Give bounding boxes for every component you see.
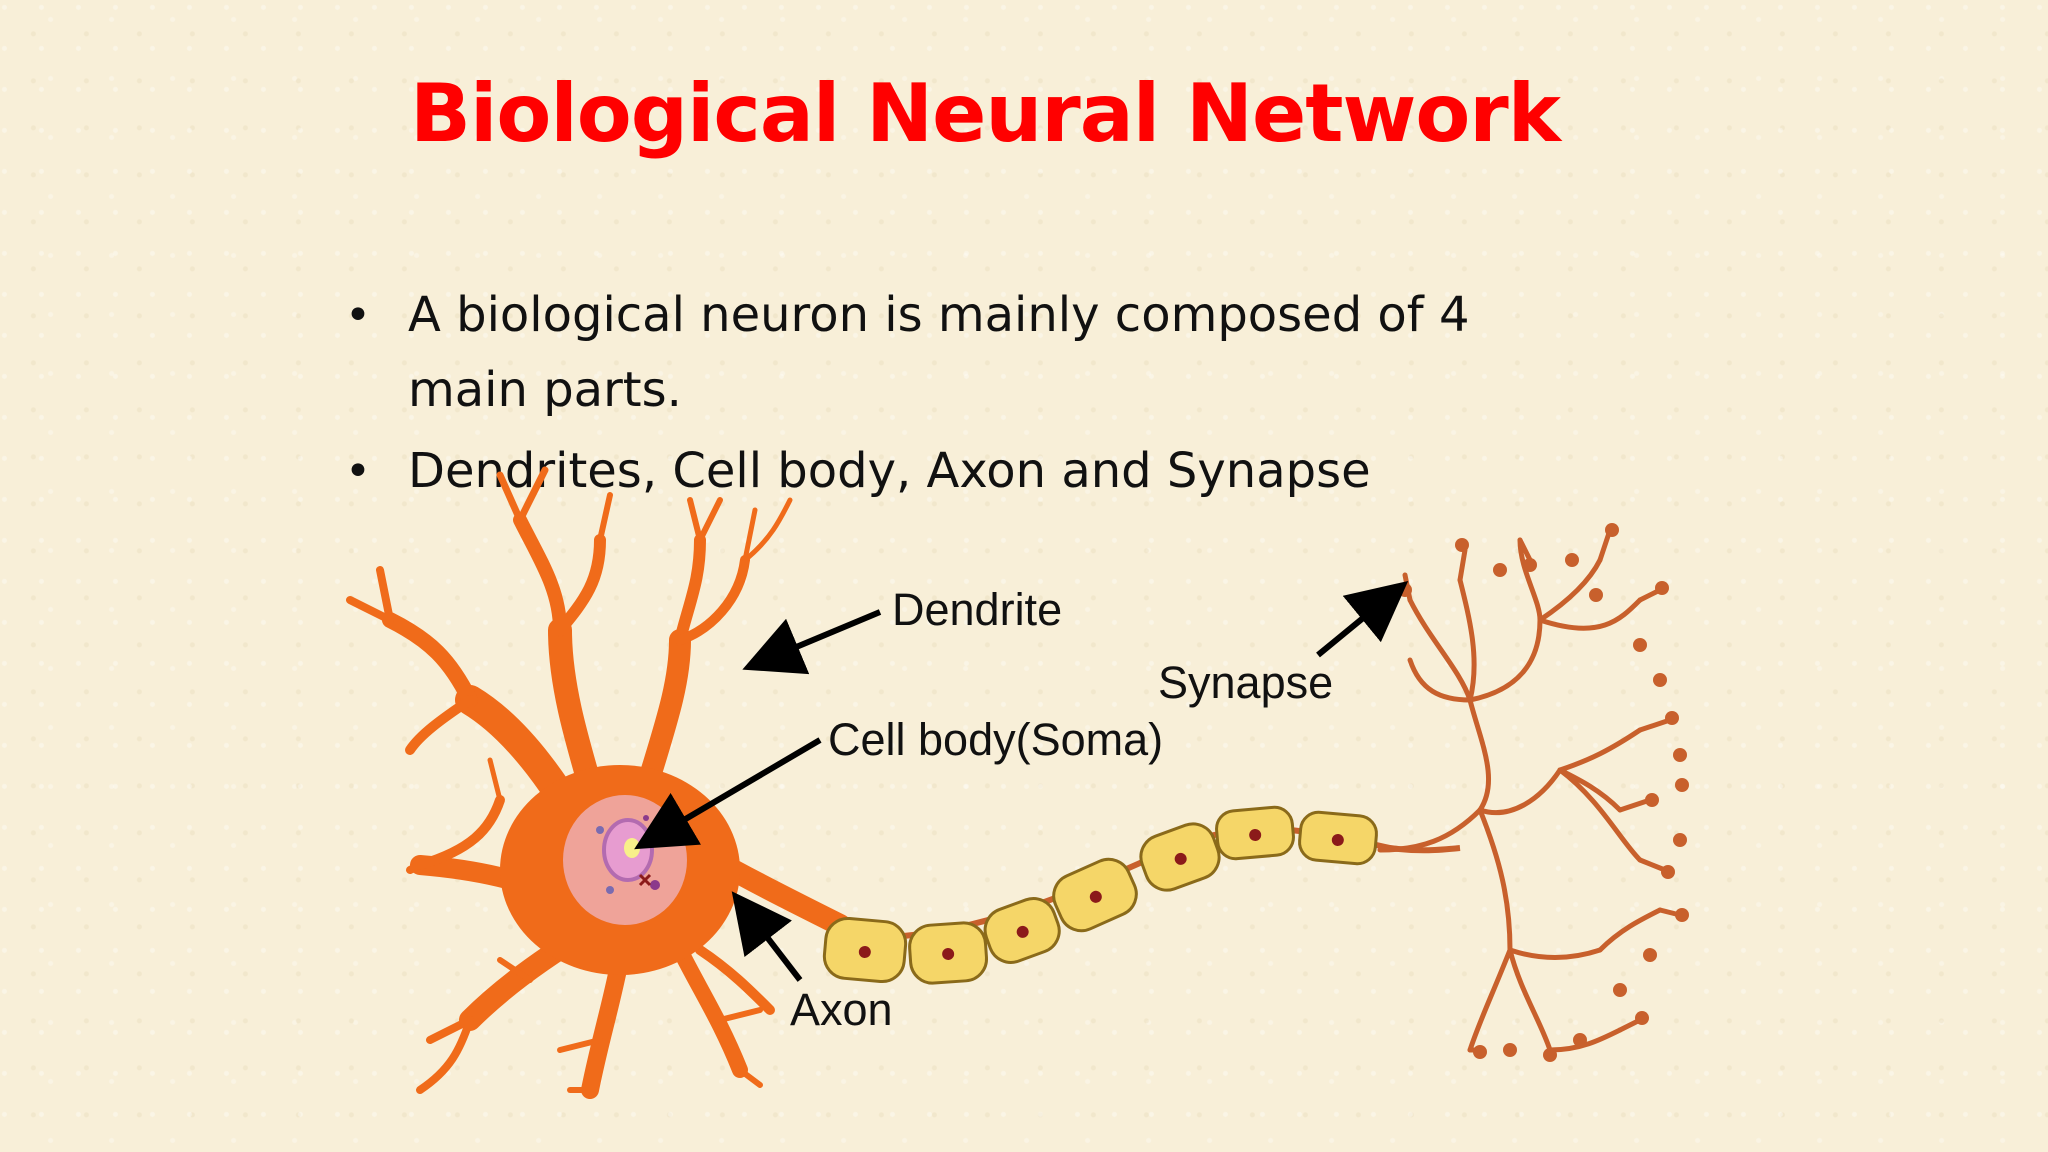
myelin-sheath [822,805,1378,985]
cell-body [500,765,740,975]
dendrite-arrow [742,609,882,675]
bullet-dot: • [345,446,371,497]
synapse-arrow [1316,580,1409,658]
bullet-dot: • [345,290,371,341]
bullet-item: • Dendrites, Cell body, Axon and Synapse [340,434,1540,509]
bullet-text: Dendrites, Cell body, Axon and Synapse [408,443,1371,499]
bullet-item: • A biological neuron is mainly composed… [340,278,1540,428]
axon-arrow [731,891,803,982]
axon-label: Axon [790,984,893,1035]
slide-title: Biological Neural Network [410,67,1561,160]
bullet-text: A biological neuron is mainly composed o… [408,287,1470,418]
synaptic-knobs [1398,523,1689,1062]
cell-body-label: Cell body(Soma) [828,714,1163,765]
bullet-list: • A biological neuron is mainly composed… [340,278,1540,515]
cell-body-arrow [634,737,822,850]
axon-terminals [1377,527,1683,1053]
dendrite-label: Dendrite [892,584,1062,635]
synapse-label: Synapse [1158,657,1333,708]
